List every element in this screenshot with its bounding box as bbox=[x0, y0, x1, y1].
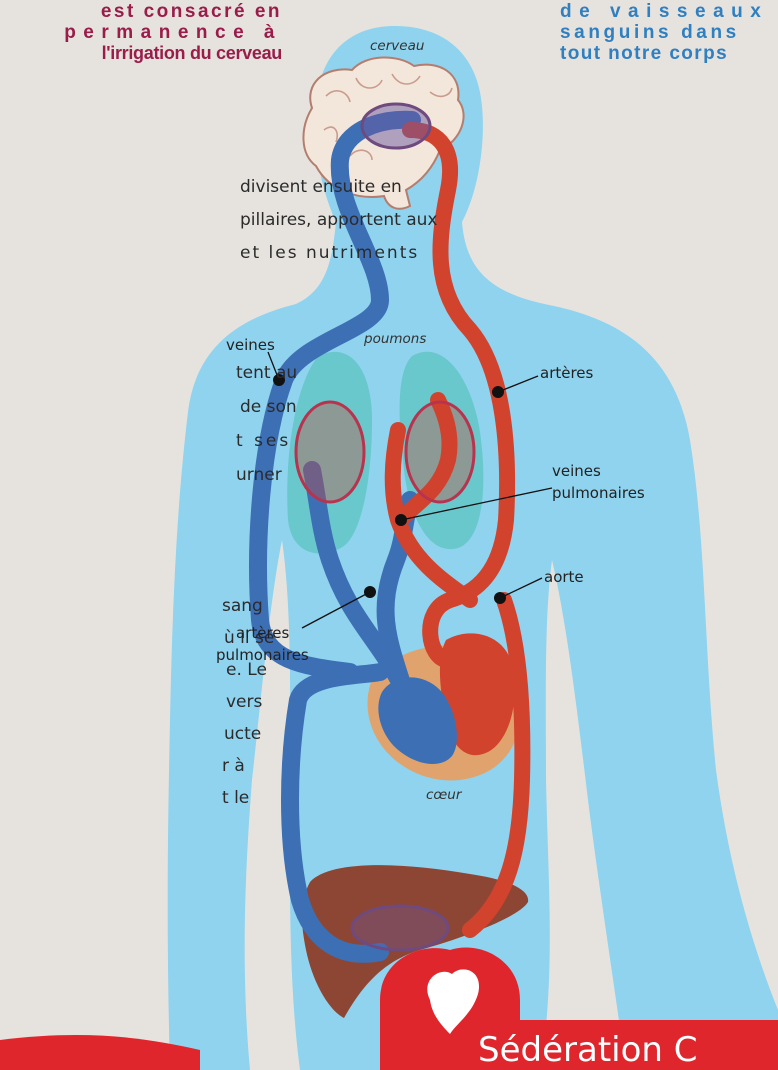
text-block-1-line-3: et les nutriments bbox=[240, 242, 419, 265]
label-veins: veines bbox=[226, 336, 275, 354]
label-aorta: aorte bbox=[544, 568, 584, 586]
text-block-3-line-5: ucte bbox=[224, 723, 261, 746]
text-block-3-line-1: sang bbox=[222, 595, 263, 618]
text-block-3-line-7: t le bbox=[222, 787, 249, 810]
text-block-2-line-1: tent au bbox=[236, 362, 297, 385]
header-left-line-2: permanence à bbox=[40, 22, 282, 43]
text-block-2-line-4: urner bbox=[236, 464, 282, 487]
label-lungs: poumons bbox=[364, 330, 426, 348]
badge-text: Sédération C bbox=[478, 1030, 698, 1070]
header-right-line-3: tout notre corps bbox=[560, 43, 778, 64]
label-pulmonary-arteries-line-2: pulmonaires bbox=[216, 646, 309, 664]
header-right-line-2: sanguins dans bbox=[560, 22, 778, 43]
text-block-1-line-2: pillaires, apportent aux bbox=[240, 209, 437, 232]
label-brain: cerveau bbox=[370, 37, 424, 55]
label-heart: cœur bbox=[426, 786, 461, 804]
label-pulmonary-veins-line-1: veines bbox=[552, 462, 601, 480]
label-pulmonary-veins-line-2: pulmonaires bbox=[552, 484, 645, 502]
text-block-3-line-4: vers bbox=[226, 691, 262, 714]
text-block-1-line-1: divisent ensuite en bbox=[240, 176, 402, 199]
label-arteries: artères bbox=[540, 364, 593, 382]
text-block-3-line-6: r à bbox=[222, 755, 245, 778]
header-left-line-1: est consacré en bbox=[40, 1, 282, 22]
label-pulmonary-arteries-line-1: artères bbox=[236, 624, 289, 642]
header-right-line-1: de vaisseaux bbox=[560, 1, 778, 22]
text-block-2-line-3: t ses bbox=[236, 430, 291, 453]
header-left-line-3: l'irrigation du cerveau bbox=[40, 43, 282, 64]
header-left: est consacré en permanence à l'irrigatio… bbox=[40, 1, 282, 64]
header-right: de vaisseaux sanguins dans tout notre co… bbox=[560, 1, 778, 64]
text-block-2-line-2: de son bbox=[240, 396, 297, 419]
